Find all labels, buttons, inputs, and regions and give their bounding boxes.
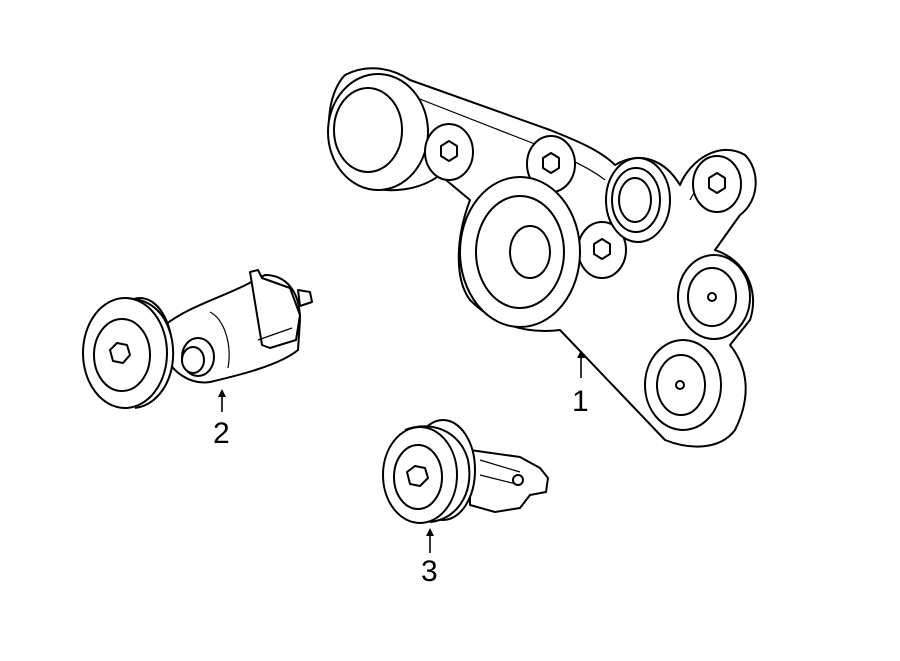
callout-3: 3 [421,555,438,588]
power-steering-pulley [644,339,722,431]
callout-2: 2 [213,417,230,450]
tensioner-pulley [82,297,175,409]
idler-pulley-bracket [382,419,549,553]
ribbed-pulley [605,157,671,243]
crankshaft-pulley [459,176,581,328]
idler-bolt-icon [406,465,429,487]
bolt-pulley-c [577,221,627,279]
idler-pulley-large [327,73,429,191]
callout-1: 1 [572,385,589,418]
alternator-pulley [677,254,751,340]
tensioner-bolt-icon [109,342,131,364]
bolt-pulley-a [424,123,474,181]
belt-tensioner [82,269,313,412]
bolt-pulley-d [692,155,742,213]
serpentine-belt-assembly [327,67,757,448]
